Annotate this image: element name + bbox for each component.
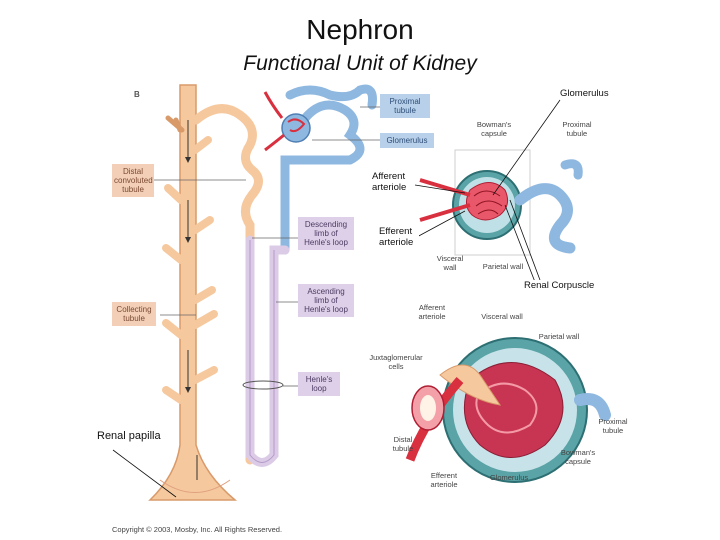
detailed-corpuscle-illustration: [405, 337, 611, 483]
juxtaglomerular-cells-label: Juxtaglomerular cells: [369, 353, 423, 371]
parietal-wall-lower-label: Parietal wall: [538, 332, 580, 341]
glomerulus-lower-label: Glomerulus: [489, 473, 529, 482]
afferent-arteriole-callout: Afferent arteriole: [372, 171, 414, 193]
glomerulus-tag: Glomerulus: [380, 133, 434, 148]
afferent-arteriole-lower-label: Afferent arteriole: [418, 303, 446, 321]
renal-corpuscle-callout: Renal Corpuscle: [524, 280, 595, 291]
distal-tubule-shape: [191, 104, 263, 465]
parietal-wall-upper-label: Parietal wall: [482, 262, 524, 271]
glomerulus-shape: [263, 91, 311, 152]
ascending-limb-label: Ascending limb of Henle's loop: [298, 284, 354, 317]
proximal-tubule-shape: [280, 84, 377, 255]
glomerulus-callout: Glomerulus: [560, 88, 609, 99]
bowmans-capsule-lower-label: Bowman's capsule: [560, 448, 596, 466]
efferent-arteriole-lower-label: Efferent arteriole: [430, 471, 458, 489]
henles-loop-label: Henle's loop: [298, 372, 340, 396]
renal-papilla-callout: Renal papilla: [97, 430, 161, 442]
visceral-wall-lower-label: Visceral wall: [481, 312, 523, 321]
distal-tubule-lower-label: Distal tubule: [392, 435, 414, 453]
bowmans-capsule-label: Bowman's capsule: [476, 120, 512, 138]
panel-letter: B: [134, 90, 140, 99]
copyright-notice: Copyright © 2003, Mosby, Inc. All Rights…: [112, 525, 283, 534]
descending-limb-label: Descending limb of Henle's loop: [298, 217, 354, 250]
proximal-tubule-upper-label: Proximal tubule: [562, 120, 592, 138]
proximal-tubule-label: Proximal tubule: [380, 94, 430, 118]
collecting-tubule-shape: [148, 84, 238, 501]
efferent-arteriole-callout: Efferent arteriole: [379, 226, 419, 248]
henles-loop-shape: [242, 235, 290, 467]
page-subtitle: Functional Unit of Kidney: [243, 52, 477, 75]
distal-tubule-label: Distal convoluted tubule: [112, 164, 154, 197]
page-title: Nephron: [306, 14, 414, 45]
collecting-tubule-label: Collecting tubule: [112, 302, 156, 326]
visceral-wall-upper-label: Visceral wall: [436, 254, 464, 272]
left-leader-lines: [150, 106, 380, 387]
proximal-tubule-lower-label: Proximal tubule: [598, 417, 628, 435]
renal-corpuscle-illustration: [419, 149, 583, 256]
callout-lines: [112, 99, 561, 498]
